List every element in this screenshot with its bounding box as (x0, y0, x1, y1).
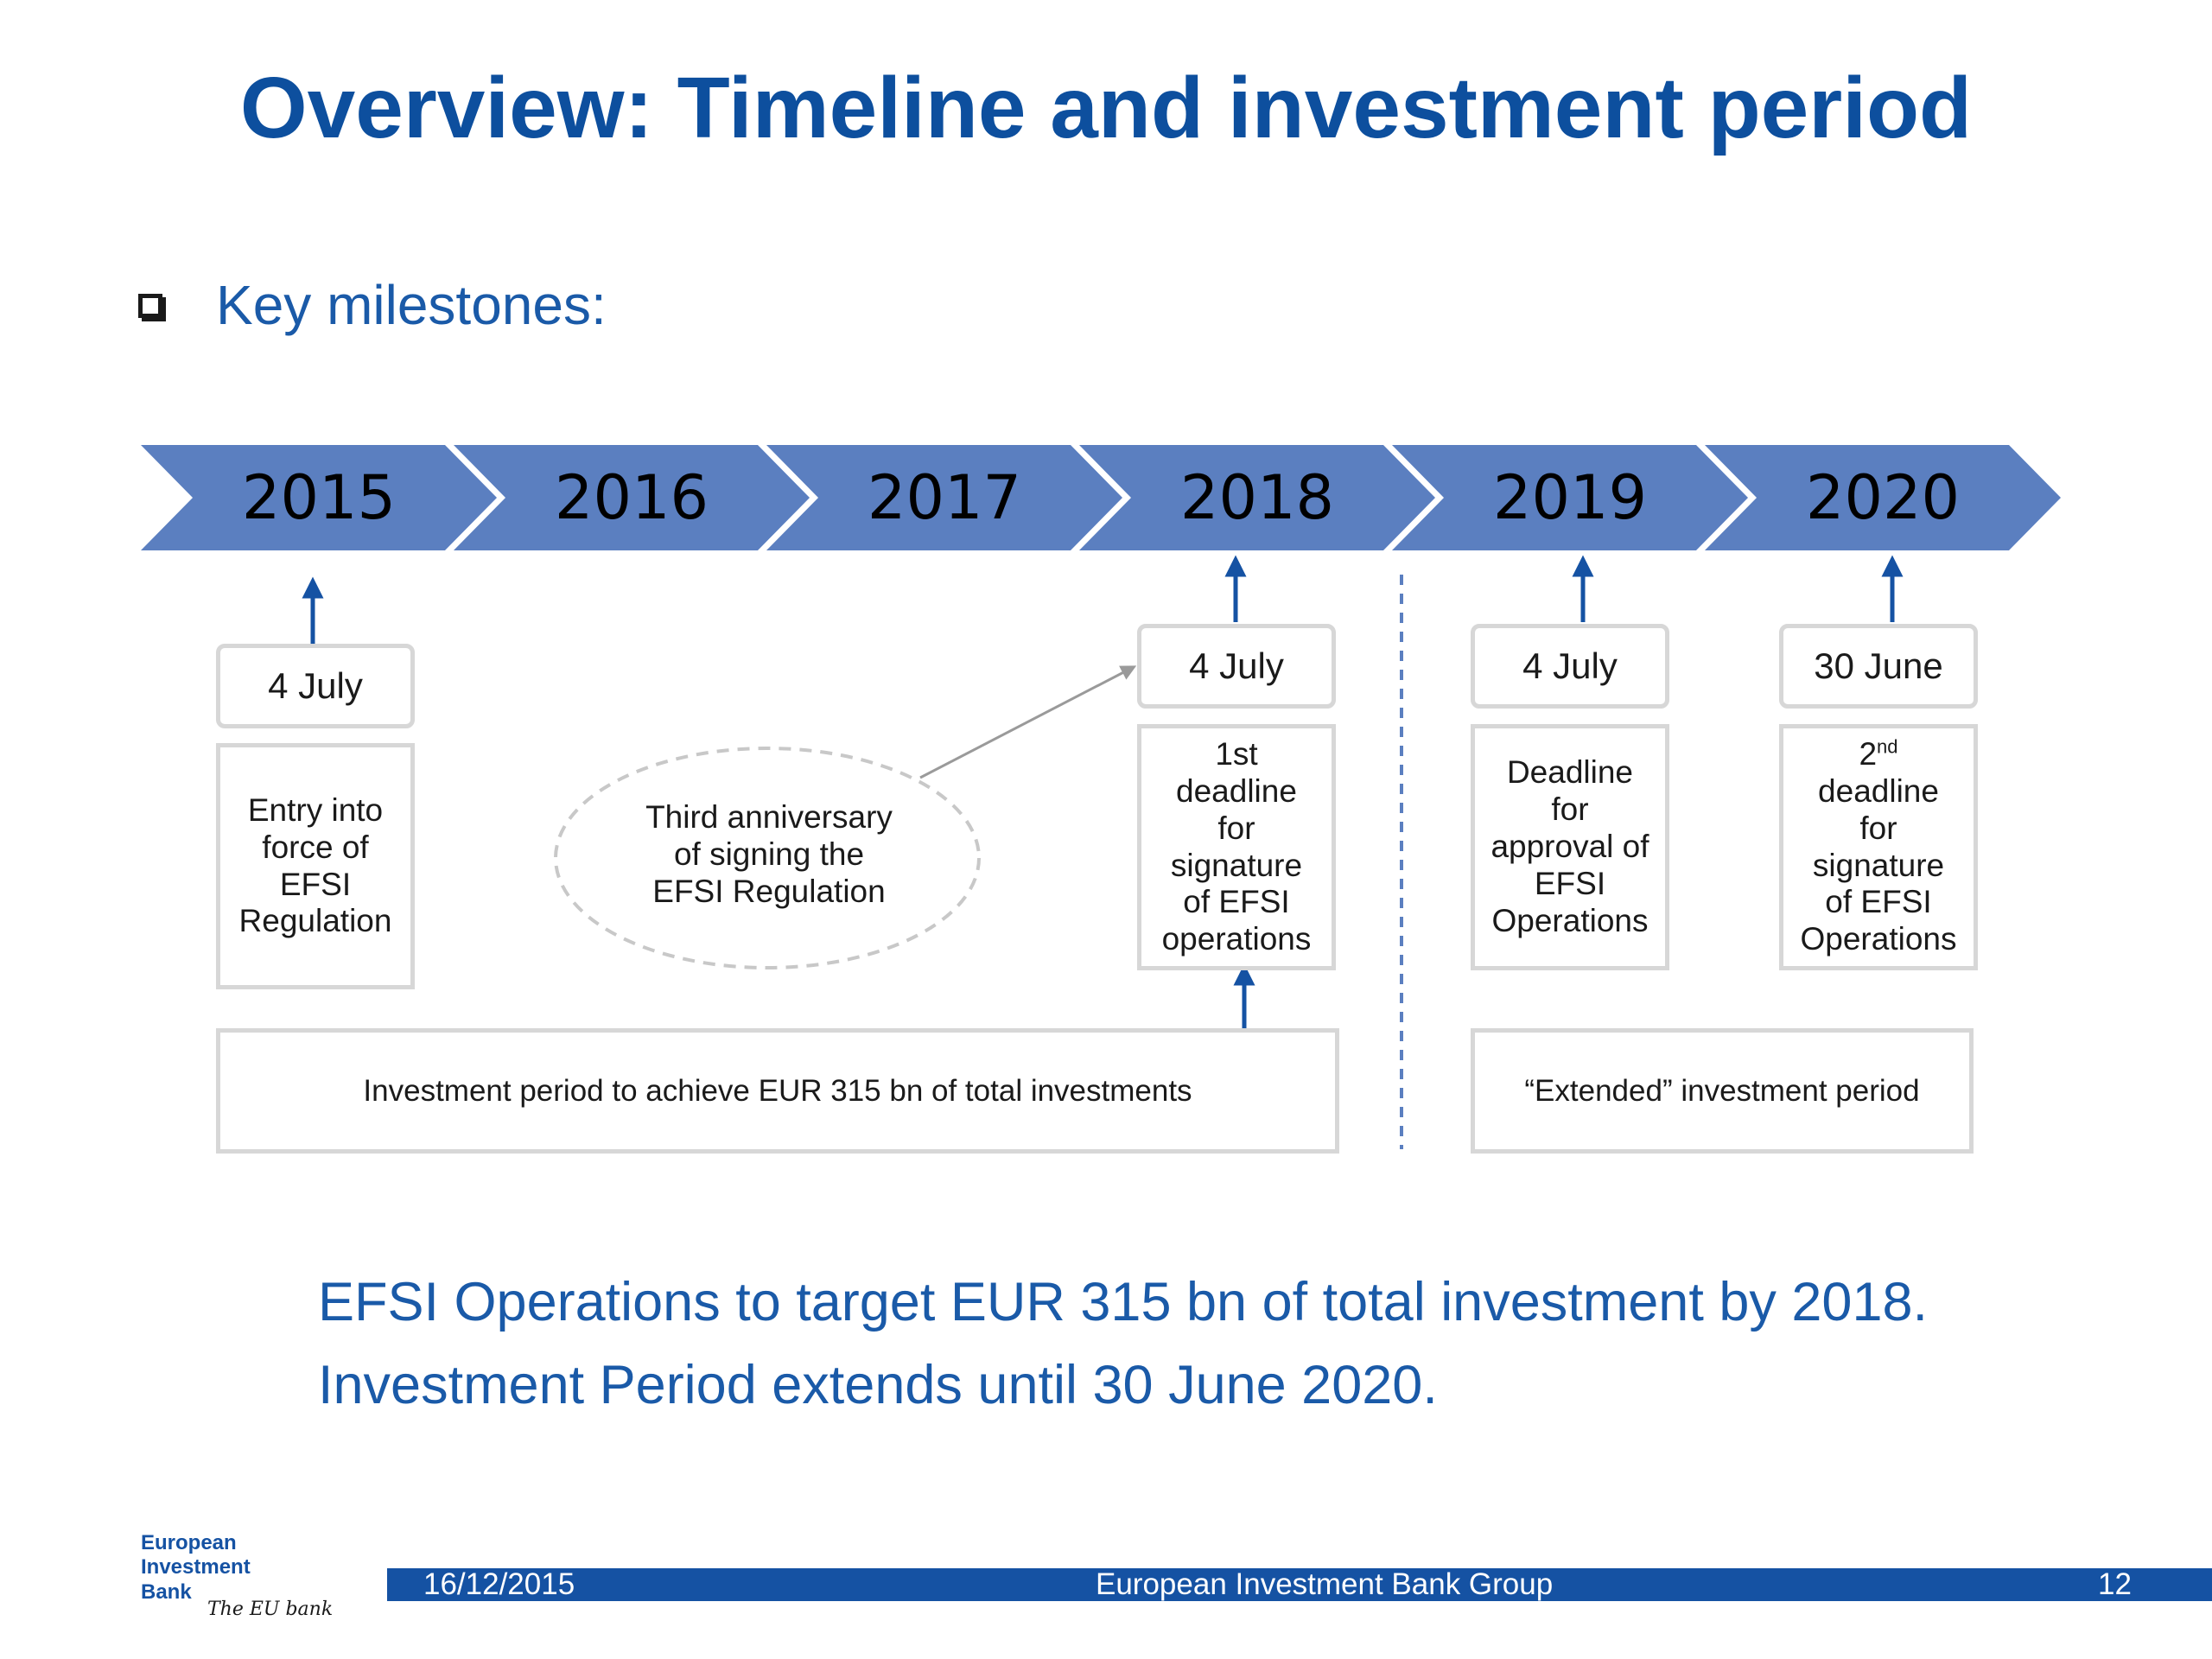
year-chevron-2019 (1392, 445, 1748, 550)
year-chevron-2017 (766, 445, 1122, 550)
milestone-date-2018: 4 July (1137, 624, 1336, 709)
investment-period-box: Investment period to achieve EUR 315 bn … (216, 1028, 1339, 1154)
conclusion-text: EFSI Operations to target EUR 315 bn of … (318, 1262, 1928, 1427)
year-label-2020: 2020 (1806, 462, 1960, 533)
footer-bar (387, 1568, 2212, 1601)
key-milestones-heading: Key milestones: (216, 274, 607, 336)
year-label-2016: 2016 (555, 462, 709, 533)
year-chevron-2015 (141, 445, 497, 550)
milestone-ordinal: 2nd (1859, 735, 1898, 772)
year-label-2018: 2018 (1180, 462, 1334, 533)
timeline-graphic: 2015 2016 2017 2018 2019 2020 (141, 445, 2061, 1149)
milestone-description-2015: Entry into force of EFSI Regulation (216, 743, 415, 989)
conclusion-line-1: EFSI Operations to target EUR 315 bn of … (318, 1272, 1929, 1332)
footer-page-number: 12 (2098, 1567, 2132, 1601)
checkbox-bullet-icon (138, 294, 162, 318)
slide-title: Overview: Timeline and investment period (239, 60, 1973, 156)
annotation-text: Third anniversary of signing the EFSI Re… (645, 799, 893, 909)
extended-period-box: “Extended” investment period (1471, 1028, 1974, 1154)
footer-center: European Investment Bank Group (1096, 1567, 1554, 1601)
milestone-description-text: deadline for signature of EFSI Operation… (1800, 772, 1957, 957)
year-chevron-2018 (1079, 445, 1435, 550)
year-chevron-2016 (454, 445, 810, 550)
year-label-2017: 2017 (868, 462, 1021, 533)
year-label-2019: 2019 (1493, 462, 1647, 533)
milestone-date-2015: 4 July (216, 644, 415, 728)
annotation-pointer-arrow (919, 665, 1137, 779)
eib-logo-text: European Investment Bank (141, 1531, 251, 1604)
conclusion-line-2: Investment Period extends until 30 June … (318, 1354, 1438, 1415)
milestone-date-2020: 30 June (1779, 624, 1978, 709)
milestone-date-2019: 4 July (1471, 624, 1669, 709)
milestone-description-2018: 1st deadline for signature of EFSI opera… (1137, 724, 1336, 970)
milestone-description-2020: 2nd deadline for signature of EFSI Opera… (1779, 724, 1978, 970)
year-label-2015: 2015 (242, 462, 396, 533)
eib-logo-tagline: The EU bank (207, 1599, 334, 1620)
year-chevron-2020 (1705, 445, 2061, 550)
footer-date: 16/12/2015 (423, 1567, 575, 1601)
milestone-description-2019: Deadline for approval of EFSI Operations (1471, 724, 1669, 970)
annotation-ellipse (554, 747, 981, 969)
